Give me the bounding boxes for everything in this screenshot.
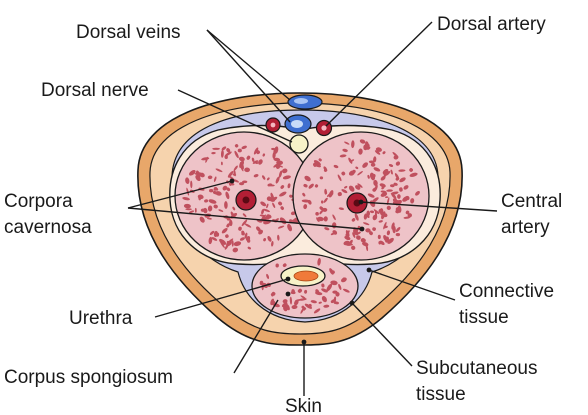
dot-central-artery — [359, 200, 364, 205]
leader-dorsal-veins-1 — [207, 30, 290, 100]
label-connective-tissue-line1: Connective — [459, 281, 554, 302]
dorsal-vein-deep-lumen — [291, 120, 303, 128]
corpus-spongiosum — [252, 254, 358, 318]
label-subcutaneous-tissue-line1: Subcutaneous — [416, 358, 538, 379]
label-urethra: Urethra — [69, 308, 133, 329]
dorsal-artery-right-lumen — [321, 125, 326, 130]
label-central-artery-line2: artery — [501, 217, 550, 238]
sinusoid — [378, 235, 381, 239]
sinusoid — [212, 148, 220, 150]
label-central-artery-line1: Central — [501, 191, 562, 212]
dorsal-vein-superficial-highlight — [294, 98, 308, 104]
sinusoid — [276, 161, 283, 166]
dorsal-artery-left-lumen — [271, 123, 276, 128]
corpus-cavernosum-left — [175, 132, 313, 260]
sinusoid — [185, 208, 192, 210]
sinusoid — [324, 216, 328, 221]
dot-connective-tissue — [367, 268, 372, 273]
dot-corpus-cavernosum-left — [230, 179, 235, 184]
dot-urethra — [286, 277, 291, 282]
label-subcutaneous-tissue-line2: tissue — [416, 384, 466, 405]
sinusoid — [366, 211, 370, 217]
label-connective-tissue-line2: tissue — [459, 307, 509, 328]
sinusoid — [238, 149, 242, 153]
label-dorsal-artery: Dorsal artery — [437, 14, 546, 35]
label-corpora-cavernosa-line2: cavernosa — [4, 217, 92, 238]
sinusoid — [242, 181, 247, 184]
corpus-cavernosum-right — [293, 132, 429, 260]
dot-corpus-spongiosum — [286, 292, 291, 297]
label-corpora-cavernosa-line1: Corpora — [4, 191, 73, 212]
urethra-lumen — [294, 271, 318, 281]
dorsal-nerve — [290, 135, 308, 153]
dot-skin — [302, 340, 307, 345]
central-artery-left-lumen — [243, 197, 250, 204]
label-dorsal-nerve: Dorsal nerve — [41, 80, 149, 101]
label-dorsal-veins: Dorsal veins — [76, 22, 181, 43]
label-corpus-spongiosum: Corpus spongiosum — [4, 367, 173, 388]
dot-corpus-cavernosum-right — [360, 227, 365, 232]
dot-subcutaneous-tissue — [350, 301, 355, 306]
label-skin: Skin — [285, 396, 322, 415]
